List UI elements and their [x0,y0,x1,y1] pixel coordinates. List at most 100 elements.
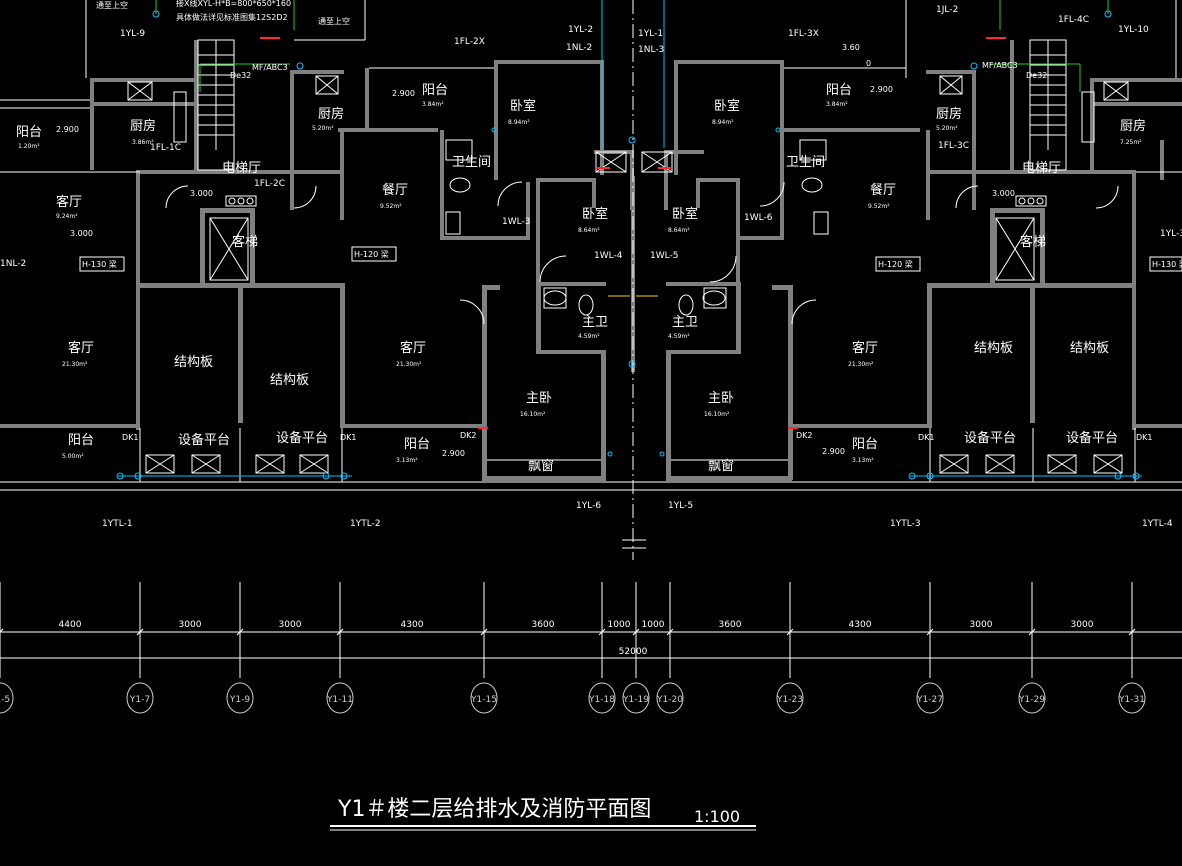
area-kitchen-r: 7.25m² [1120,139,1142,146]
area-bed-r1: 8.94m² [712,119,734,126]
area-mbath-r: 4.59m² [668,333,690,340]
room-living-r3: 客厅 [852,340,878,356]
riser-tags: 1YL-2 1NL-2 1YL-1 1NL-3 1FL-2X 1FL-3X 1W… [0,5,1182,529]
area-kitchen-l2: 5.20m² [312,125,334,132]
dim-total-label: 52000 [619,647,648,657]
room-struct-r1: 结构板 [974,341,1013,356]
dim-tick-2 [236,628,244,636]
room-kitchen-l: 厨房 [130,118,156,134]
axis-label-5: Y1-18 [588,695,615,705]
area-bed-l1: 8.94m² [508,119,530,126]
tag-1yl-6: 1YL-6 [576,501,601,511]
room-bed-r1: 卧室 [714,98,740,114]
label-elev-2900-r2: 2.900 [870,85,893,94]
dim-tick-8 [786,628,794,636]
tag-1ytl-1: 1YTL-1 [102,519,133,529]
room-balcony-l2: 阳台 [68,433,94,448]
label-de32-l: De32 [230,71,251,80]
dim-label-0: 4400 [59,620,82,630]
label-h130-r: H-130 梁 [1152,260,1182,269]
tag-1wl-6: 1WL-6 [744,213,773,223]
tag-1fl-3x: 1FL-3X [788,29,819,39]
axis-label-0: Y1-5 [0,695,10,705]
dim-label-5: 1000 [608,620,631,630]
room-elevator-r: 客梯 [1020,234,1046,250]
room-balcony-l3: 阳台 [404,437,430,452]
label-dk1-b: DK1 [340,433,357,442]
tag-1wl-3: 1WL-3 [502,217,530,227]
room-kitchen-r: 厨房 [1120,118,1146,134]
drawing-title: Y1＃楼二层给排水及消防平面图 [337,797,651,822]
label-elev-3000-r: 3.000 [992,189,1015,198]
room-elevator-l: 客梯 [232,234,258,250]
dim-tick-5 [598,628,606,636]
label-elev-3000-l2: 3.000 [70,229,93,238]
room-mbath-l: 主卫 [582,315,608,330]
label-h130-l: H-130 梁 [82,260,117,269]
room-balcony-l4: 阳台 [422,83,448,98]
area-kitchen-l: 3.86m² [132,139,154,146]
area-dining-r: 9.52m² [868,203,890,210]
axis-bubble-10 [1018,682,1046,714]
dim-label-4: 3600 [532,620,555,630]
room-bed-l1: 卧室 [510,98,536,114]
axis-label-3: Y1-11 [326,695,353,705]
area-mbath-l: 4.59m² [578,333,600,340]
tag-1fl-4c: 1FL-4C [1058,15,1089,25]
area-living-l3: 21.30m² [396,361,422,368]
axis-label-1: Y1-7 [129,695,150,705]
tag-1wl-4: 1WL-4 [594,251,623,261]
dim-tick-7 [666,628,674,636]
area-living-l1: 9.24m² [56,213,78,220]
room-balcony-r4: 阳台 [826,83,852,98]
room-mbath-r: 主卫 [672,315,698,330]
label-elev-3600: 3.60 [842,43,860,52]
tag-1wl-5: 1WL-5 [650,251,678,261]
tag-1yl-5: 1YL-5 [668,501,693,511]
tag-1yl-9: 1YL-9 [120,29,145,39]
label-elev-2900-l3: 2.900 [442,449,465,458]
tag-1fl-2x: 1FL-2X [454,37,485,47]
dim-label-2: 3000 [279,620,302,630]
area-balcony-l3: 3.13m² [396,457,418,464]
area-living-l2: 21.30m² [62,361,88,368]
axis-label-6: Y1-19 [622,695,649,705]
tag-1fl-2c: 1FL-2C [254,179,285,189]
room-equip-l1: 设备平台 [178,432,230,448]
tag-1ytl-3: 1YTL-3 [890,519,921,529]
room-bath-r: 卫生间 [786,155,825,170]
tag-1fl-3c: 1FL-3C [938,141,969,151]
room-equip-r2: 设备平台 [1066,430,1118,446]
axis-label-4: Y1-15 [470,695,497,705]
axis-bubble-3 [326,682,354,714]
area-balcony-l4: 3.84m² [422,101,444,108]
label-top-note-2: 具体做法详见标准图集12S2D2 [176,12,288,22]
label-elev-3000-l: 3.000 [190,189,213,198]
room-equip-l2: 设备平台 [276,430,328,446]
axis-label-9: Y1-27 [916,695,943,705]
area-kitchen-r2: 5.20m² [936,125,958,132]
dim-tick-0 [0,628,4,633]
tag-1yl-1: 1YL-1 [638,29,663,39]
room-struct-l2: 结构板 [270,373,309,388]
axis-bubble-5 [588,682,616,714]
area-balcony-l1: 1.20m² [18,143,40,150]
label-top-note-1: 接X线XYL-H*B=800*650*160 [176,0,291,8]
axis-label-11: Y1-31 [1118,695,1145,705]
room-struct-r2: 结构板 [1070,341,1109,356]
dim-label-8: 4300 [849,620,872,630]
room-balcony-l1: 阳台 [16,125,42,140]
axis-grid: Y1-5Y1-7Y1-9Y1-11Y1-15Y1-18Y1-19Y1-20Y1-… [0,682,1146,714]
axis-bubble-0 [0,682,14,714]
label-hydrant-r: MF/ABC3 [982,61,1018,70]
axis-label-7: Y1-20 [656,695,683,705]
tag-1nl-2: 1NL-2 [566,43,592,53]
room-bay-r: 飘窗 [708,458,734,474]
label-zero: 0 [866,59,871,68]
title-block: Y1＃楼二层给排水及消防平面图 1:100 [330,797,756,831]
room-bed-r2: 卧室 [672,206,698,222]
room-living-l2: 客厅 [68,340,94,356]
label-top-note-3: 通至上空 [96,0,128,10]
label-dk1-d: DK1 [1136,433,1153,442]
